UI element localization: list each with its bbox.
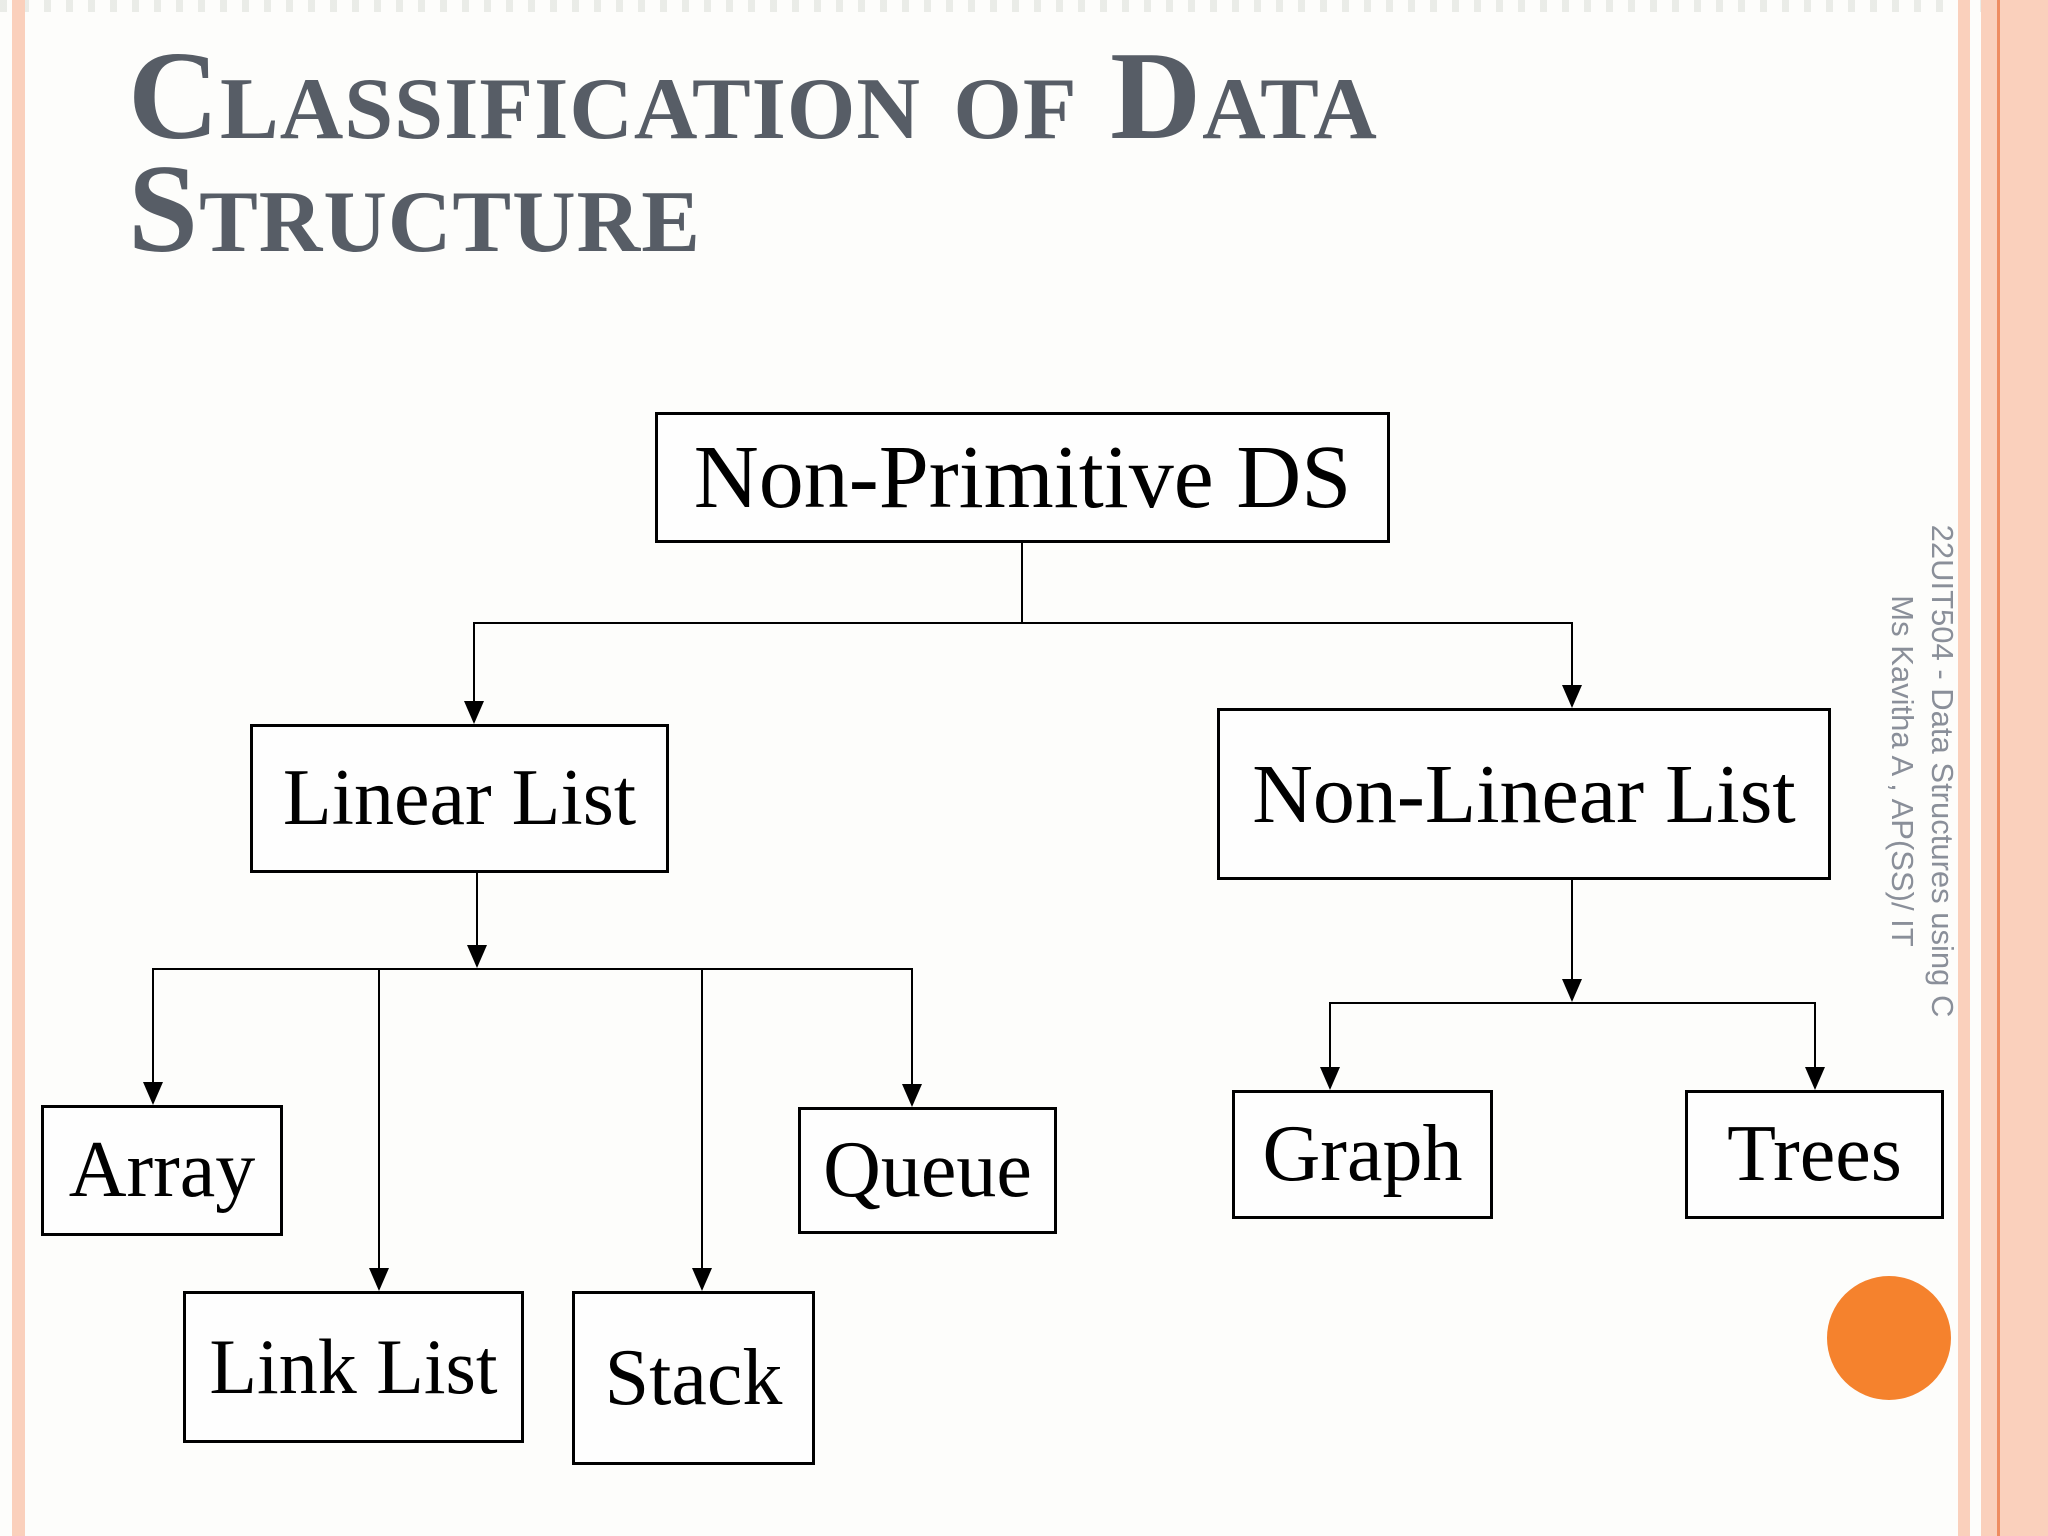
- connector-to-graph: [1329, 1002, 1331, 1088]
- connector-to-non-linear-list: [1571, 622, 1573, 706]
- arrowhead-stack: [692, 1268, 712, 1291]
- node-non-linear-list: Non-Linear List: [1217, 708, 1831, 880]
- arrowhead-linear-list: [464, 701, 484, 724]
- arrowhead-array: [143, 1082, 163, 1105]
- top-stitch-border: [0, 0, 2048, 12]
- node-array-label: Array: [68, 1126, 256, 1214]
- connector-to-stack: [701, 968, 703, 1289]
- slide-title-line1: Classification of Data: [128, 27, 1378, 166]
- arrowhead-queue: [902, 1084, 922, 1107]
- author-text: Ms Kavitha A , AP(SS)/ IT: [1885, 595, 1920, 947]
- right-border-stripe-inner: [1958, 0, 1970, 1536]
- slide-title-line2: Structure: [128, 140, 701, 279]
- node-graph-label: Graph: [1262, 1110, 1463, 1198]
- connector-non-linear-rail: [1330, 1002, 1816, 1004]
- node-stack-label: Stack: [604, 1333, 783, 1422]
- course-code-text: 22UIT504 - Data Structures using C: [1925, 524, 1960, 1018]
- node-linear-list: Linear List: [250, 724, 669, 873]
- right-border-accent-line: [1997, 0, 2000, 1536]
- arrowhead-trees: [1805, 1067, 1825, 1090]
- node-trees: Trees: [1685, 1090, 1944, 1219]
- connector-to-link-list: [378, 968, 380, 1289]
- node-non-linear-list-label: Non-Linear List: [1252, 747, 1796, 841]
- node-link-list: Link List: [183, 1291, 524, 1443]
- arrowhead-graph: [1320, 1067, 1340, 1090]
- decorative-orange-circle: [1827, 1276, 1951, 1400]
- connector-linear-rail: [153, 968, 913, 970]
- course-side-note: 22UIT504 - Data Structures using C Ms Ka…: [1882, 418, 1962, 1124]
- node-linear-list-label: Linear List: [282, 754, 637, 842]
- connector-to-queue: [911, 968, 913, 1105]
- node-queue-label: Queue: [823, 1126, 1032, 1214]
- connector-to-linear-list: [473, 622, 475, 722]
- connector-root-stem: [1021, 543, 1023, 622]
- node-non-primitive-ds: Non-Primitive DS: [655, 412, 1390, 543]
- arrowhead-non-linear-rail-junction: [1562, 979, 1582, 1002]
- node-trees-label: Trees: [1727, 1110, 1902, 1198]
- connector-to-trees: [1814, 1002, 1816, 1088]
- connector-to-array: [152, 968, 154, 1103]
- connector-linear-stem: [476, 873, 478, 966]
- arrowhead-non-linear-list: [1562, 685, 1582, 708]
- node-stack: Stack: [572, 1291, 815, 1465]
- right-border-stripe-outer: [2000, 0, 2048, 1536]
- node-graph: Graph: [1232, 1090, 1493, 1219]
- arrowhead-linear-rail-junction: [467, 945, 487, 968]
- right-border-stripe-middle: [1981, 0, 1997, 1536]
- arrowhead-link-list: [369, 1268, 389, 1291]
- slide-title: Classification of Data Structure: [128, 27, 1448, 279]
- connector-root-rail: [474, 622, 1573, 624]
- left-border-stripe: [12, 0, 25, 1536]
- node-array: Array: [41, 1105, 283, 1236]
- node-queue: Queue: [798, 1107, 1057, 1234]
- connector-non-linear-stem: [1571, 880, 1573, 1000]
- node-link-list-label: Link List: [209, 1323, 498, 1410]
- node-non-primitive-ds-label: Non-Primitive DS: [693, 428, 1352, 527]
